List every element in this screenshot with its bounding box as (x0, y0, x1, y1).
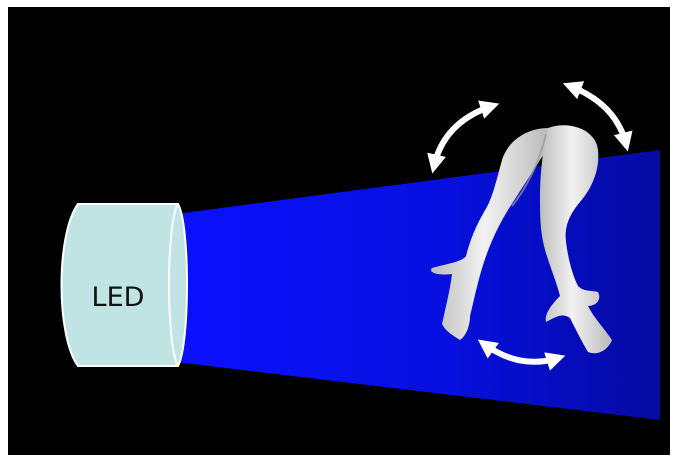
led-emitter (62, 204, 188, 366)
